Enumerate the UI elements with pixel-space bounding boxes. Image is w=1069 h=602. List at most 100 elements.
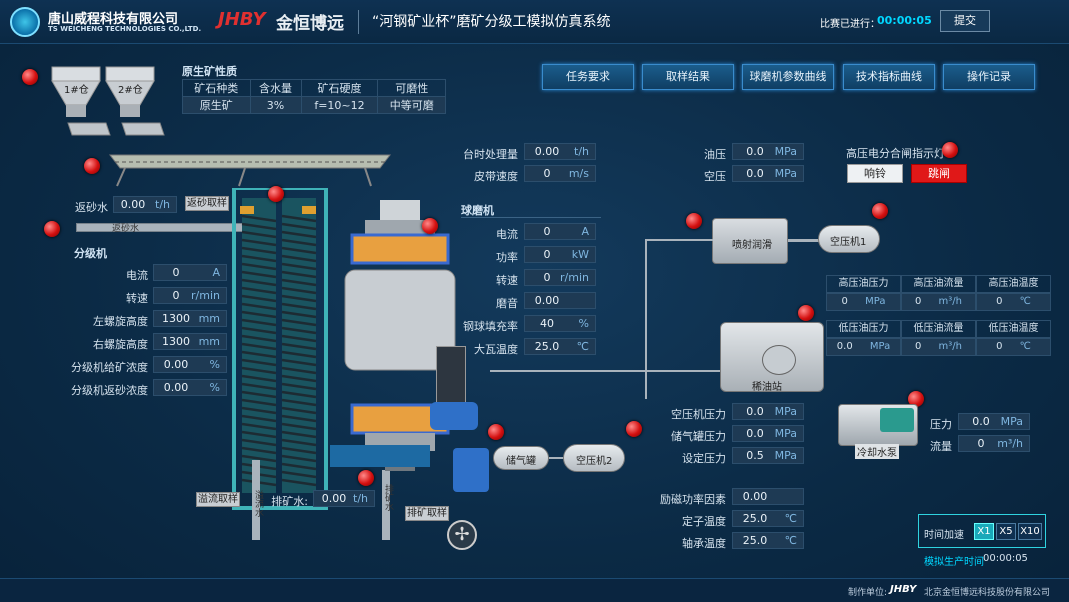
discharge-pipe xyxy=(382,470,390,540)
air-param-label: 设定压力 xyxy=(682,452,726,465)
mill-led xyxy=(422,218,438,234)
header: 唐山威程科技有限公司 TS WEICHENG TECHNOLOGIES CO.,… xyxy=(0,0,1069,44)
mill-gearbox xyxy=(430,402,478,430)
submit-button[interactable]: 提交 xyxy=(940,10,990,32)
motor-param-field: 25.0 ℃ xyxy=(732,532,804,549)
silo-2-label: 2#仓 xyxy=(118,85,143,96)
ore-header: 矿石硬度 xyxy=(300,79,379,97)
discharge-pipe-label: 排矿水 xyxy=(383,484,393,511)
overflow-water-label: 溢流水 xyxy=(253,490,263,517)
throughput-label: 台时处理量 xyxy=(463,148,518,161)
lube-pipe-down xyxy=(645,239,647,399)
silo-graphics xyxy=(51,66,165,136)
mill-motor-led xyxy=(488,424,504,440)
throughput-value: 0.00 xyxy=(534,145,560,158)
motor-param-unit: ℃ xyxy=(784,534,797,547)
mill-param-value: 0 xyxy=(543,225,551,238)
classifier-param-label: 转速 xyxy=(126,292,148,305)
air-param-unit: MPa xyxy=(774,405,797,418)
sandwater-sample-button[interactable]: 返砂取样 xyxy=(185,196,229,211)
motor-param-unit: ℃ xyxy=(784,512,797,525)
ore-cell: 原生矿 xyxy=(182,96,251,114)
discharge-label: 排矿水: xyxy=(271,495,308,508)
nav-sample-result-button[interactable]: 取样结果 xyxy=(642,64,734,90)
hp-oil-header: 高压油流量 xyxy=(901,275,976,293)
cool-pump-led xyxy=(908,391,924,407)
silo-2 xyxy=(105,66,165,136)
sandwater-value: 0.00 xyxy=(120,198,146,211)
ore-header: 含水量 xyxy=(249,79,302,97)
speed-x1-button[interactable]: X1 xyxy=(974,523,994,540)
ore-cell: f=10~12 xyxy=(300,96,379,114)
elapsed-label: 比赛已进行： xyxy=(820,19,880,30)
classifier-param-value: 1300 xyxy=(162,312,190,325)
ore-cell: 中等可磨 xyxy=(377,96,446,114)
motor-param-label: 轴承温度 xyxy=(682,537,726,550)
lube-label: 喷射润滑 xyxy=(732,240,772,251)
belt-speed-label: 皮带速度 xyxy=(474,170,518,183)
oil-press-value: 0.0 xyxy=(746,145,764,158)
sandwater-led xyxy=(44,221,60,237)
hp-oil-value: 0 ℃ xyxy=(976,293,1051,311)
pump-press-unit: MPa xyxy=(1000,415,1023,428)
sim-time-label: 模拟生产时间 xyxy=(924,557,984,568)
air-param-value: 0.0 xyxy=(746,427,764,440)
nav-task-button[interactable]: 任务要求 xyxy=(542,64,634,90)
air-param-label: 储气罐压力 xyxy=(671,430,726,443)
compressor-2-led xyxy=(626,421,642,437)
mill-param-label: 钢球填充率 xyxy=(463,320,518,333)
classifier-param-field: 0.00% xyxy=(153,356,227,373)
ring-button[interactable]: 响铃 xyxy=(847,164,903,183)
silo-1 xyxy=(51,66,111,136)
mill-title: 球磨机 xyxy=(461,204,494,217)
motor-param-value: 25.0 xyxy=(742,534,768,547)
brand-logo: JHBY xyxy=(218,9,266,30)
time-speed-label: 时间加速 xyxy=(924,530,964,541)
mill-param-value: 40 xyxy=(540,317,554,330)
classifier-param-label: 电流 xyxy=(126,269,148,282)
sandwater-label: 返砂水 xyxy=(75,201,108,214)
nav-mill-curve-button[interactable]: 球磨机参数曲线 xyxy=(742,64,834,90)
overflow-sample-button[interactable]: 溢流取样 xyxy=(196,492,240,507)
lp-oil-value: 0 ℃ xyxy=(976,338,1051,356)
motor-param-value: 0.00 xyxy=(742,490,768,503)
footer-label: 制作单位: xyxy=(848,588,888,598)
compressor-2-label: 空压机2 xyxy=(576,456,613,467)
pump-flow-unit: m³/h xyxy=(997,437,1023,450)
cool-pump-label: 冷却水泵 xyxy=(855,444,899,459)
classifier-param-value: 0 xyxy=(172,266,180,279)
air-param-unit: MPa xyxy=(774,427,797,440)
speed-x10-button[interactable]: X10 xyxy=(1018,523,1042,540)
nav-tech-curve-button[interactable]: 技术指标曲线 xyxy=(843,64,935,90)
belt-speed-value: 0 xyxy=(543,167,551,180)
classifier-param-label: 分级机给矿浓度 xyxy=(71,361,148,374)
sandwater-pipe xyxy=(76,223,246,232)
overflow-pipe xyxy=(252,460,260,540)
ore-table: 矿石种类 含水量 矿石硬度 可磨性 原生矿 3% f=10~12 中等可磨 xyxy=(182,79,446,114)
nav-log-button[interactable]: 操作记录 xyxy=(943,64,1035,90)
ore-data-row: 原生矿 3% f=10~12 中等可磨 xyxy=(182,96,446,114)
compressor-1-led xyxy=(872,203,888,219)
lube-pipe xyxy=(645,239,713,241)
speed-x5-button[interactable]: X5 xyxy=(996,523,1016,540)
mill-param-label: 电流 xyxy=(496,228,518,241)
conveyor-led[interactable] xyxy=(84,158,100,174)
pump-press-value: 0.0 xyxy=(972,415,990,428)
pump-flow-value: 0 xyxy=(977,437,985,450)
ore-header: 可磨性 xyxy=(377,79,446,97)
discharge-sample-button[interactable]: 排矿取样 xyxy=(405,506,449,521)
air-param-value: 0.5 xyxy=(746,449,764,462)
silo-status-led xyxy=(22,69,38,85)
mill-param-value: 0.00 xyxy=(534,294,560,307)
gas-pipe xyxy=(549,457,564,459)
trip-button[interactable]: 跳闸 xyxy=(911,164,967,183)
motor-param-field: 0.00 xyxy=(732,488,804,505)
mill-param-unit: A xyxy=(581,225,589,238)
